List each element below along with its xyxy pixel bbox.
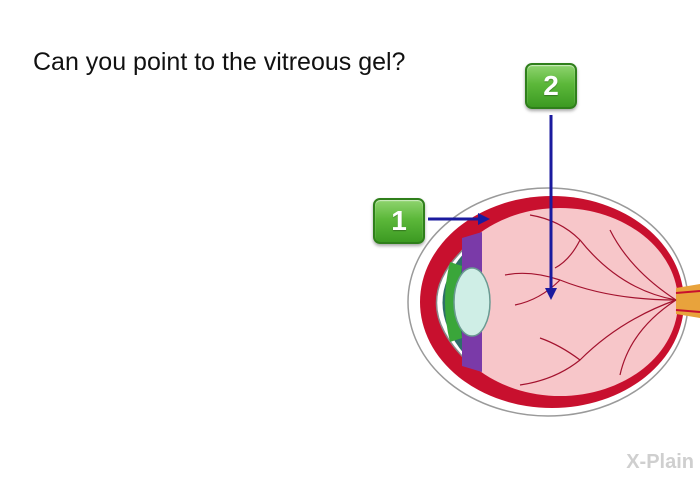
answer-2-label: 2 — [543, 70, 559, 101]
pointer-2-arrowhead — [545, 288, 557, 300]
retinal-vessels — [504, 214, 677, 386]
xplain-logo: X-Plain — [626, 451, 694, 473]
lens — [453, 267, 491, 337]
pointer-1-arrowhead — [478, 213, 490, 225]
optic-nerve — [676, 284, 700, 318]
question-text: Can you point to the vitreous gel? — [33, 48, 406, 76]
answer-1-button[interactable]: 1 — [373, 198, 425, 244]
answer-2-button[interactable]: 2 — [525, 63, 577, 109]
vitreous-body — [442, 208, 678, 396]
answer-1-label: 1 — [391, 205, 407, 236]
